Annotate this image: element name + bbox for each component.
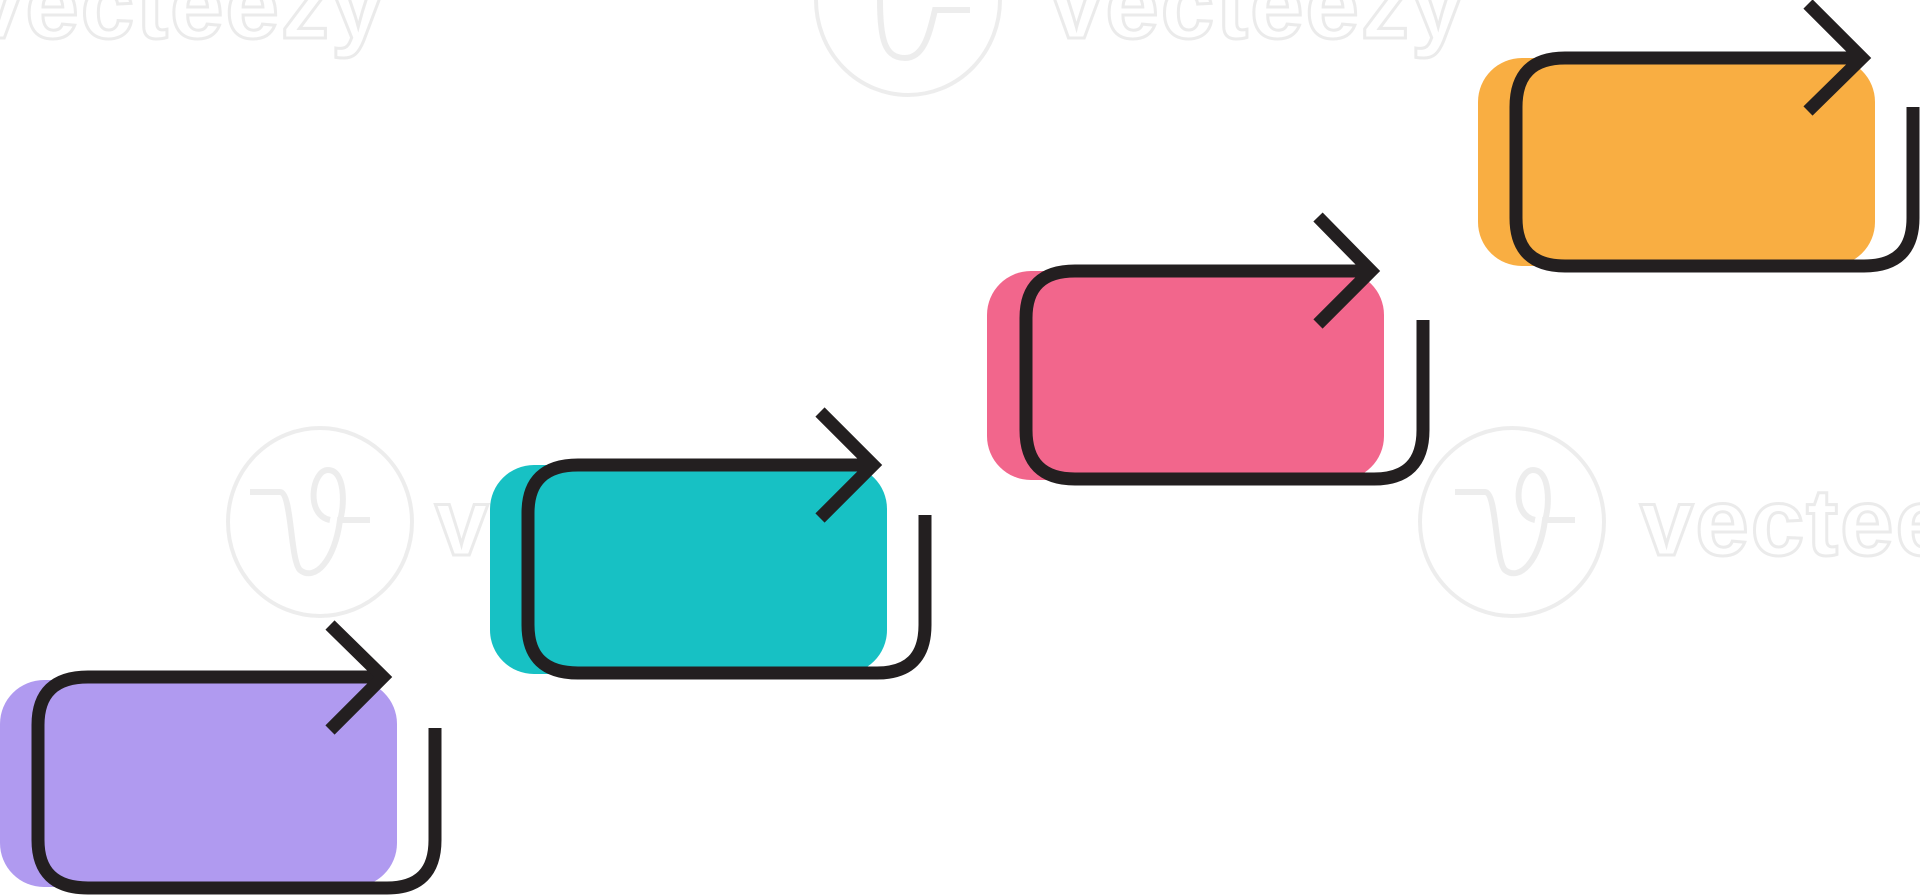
watermark-text-mid-right: vecteezy [1640,469,1920,576]
watermark-text-top-right: vecteezy [1050,0,1466,59]
step-block-4 [1478,0,1920,273]
step-1-outline [31,670,442,895]
arrow-right-icon [815,407,883,523]
arrow-right-icon [325,620,393,735]
step-block-3 [987,212,1430,486]
step-4-fill [1478,58,1875,266]
watermark-logo-icon [226,0,1606,618]
arrow-right-icon [1803,0,1872,116]
step-1-fill [0,680,397,887]
step-4-outline [1509,51,1920,273]
step-2-outline [521,458,932,680]
step-block-1 [0,620,442,895]
arrow-right-icon [1313,212,1381,329]
step-3-fill [987,271,1384,480]
step-block-2 [490,407,932,680]
watermark-text-top-left: vecteezy [0,0,386,59]
step-2-fill [490,465,887,674]
step-3-outline [1019,264,1430,486]
